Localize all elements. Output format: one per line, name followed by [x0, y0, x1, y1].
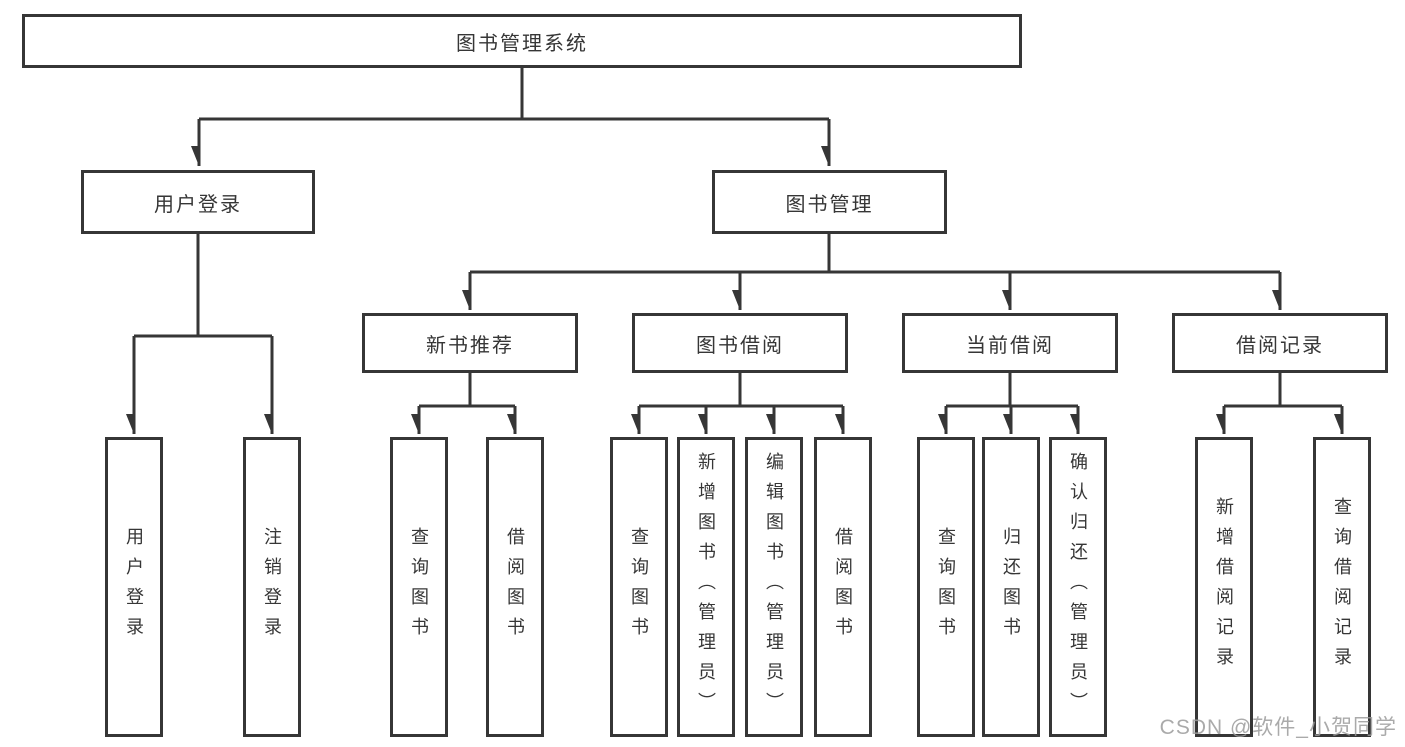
leaf-edit-books-admin: 编辑图书（管理员） — [745, 437, 803, 737]
leaf-add-books-admin: 新增图书（管理员） — [677, 437, 735, 737]
node-label: 用户登录 — [154, 193, 242, 216]
node-label: 确认归还（管理员） — [1068, 452, 1088, 722]
node-label: 当前借阅 — [966, 334, 1054, 357]
node-user-login: 用户登录 — [81, 170, 315, 234]
node-label: 查询图书 — [936, 527, 956, 647]
leaf-borrow-books: 借阅图书 — [486, 437, 544, 737]
node-book-management: 图书管理 — [712, 170, 947, 234]
node-label: 新增图书（管理员） — [696, 452, 716, 722]
node-label: 图书管理系统 — [456, 32, 588, 55]
node-current-borrowing: 当前借阅 — [902, 313, 1118, 373]
leaf-borrow-books: 借阅图书 — [814, 437, 872, 737]
node-new-book-recommendation: 新书推荐 — [362, 313, 578, 373]
csdn-watermark: CSDN @软件_小贺同学 — [1159, 716, 1397, 739]
node-label: 查询图书 — [409, 527, 429, 647]
node-label: 注销登录 — [262, 527, 282, 647]
leaf-query-books: 查询图书 — [390, 437, 448, 737]
node-label: 借阅图书 — [833, 527, 853, 647]
leaf-confirm-return-admin: 确认归还（管理员） — [1049, 437, 1107, 737]
node-label: 图书借阅 — [696, 334, 784, 357]
leaf-add-borrow-record: 新增借阅记录 — [1195, 437, 1253, 737]
leaf-user-login: 用户登录 — [105, 437, 163, 737]
leaf-logout: 注销登录 — [243, 437, 301, 737]
node-label: 查询借阅记录 — [1332, 497, 1352, 677]
leaf-query-books: 查询图书 — [917, 437, 975, 737]
leaf-return-books: 归还图书 — [982, 437, 1040, 737]
node-label: 新书推荐 — [426, 334, 514, 357]
leaf-query-borrow-record: 查询借阅记录 — [1313, 437, 1371, 737]
node-label: 借阅记录 — [1236, 334, 1324, 357]
node-label: 借阅图书 — [505, 527, 525, 647]
node-book-borrowing: 图书借阅 — [632, 313, 848, 373]
node-borrowing-records: 借阅记录 — [1172, 313, 1388, 373]
node-label: 编辑图书（管理员） — [764, 452, 784, 722]
node-label: 用户登录 — [124, 527, 144, 647]
node-label: 查询图书 — [629, 527, 649, 647]
node-label: 图书管理 — [785, 193, 874, 216]
node-library-management-system: 图书管理系统 — [22, 14, 1022, 68]
node-label: 新增借阅记录 — [1214, 497, 1234, 677]
leaf-query-books: 查询图书 — [610, 437, 668, 737]
node-label: 归还图书 — [1001, 527, 1021, 647]
